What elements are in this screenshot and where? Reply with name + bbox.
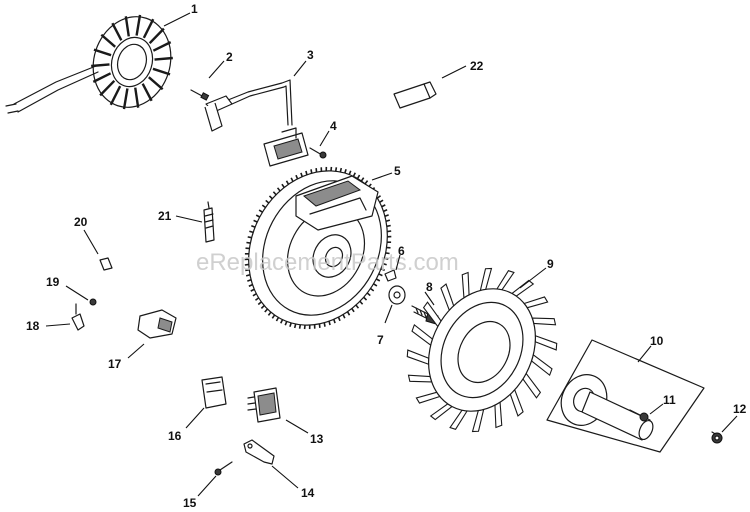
- callout-5: 5: [394, 164, 401, 178]
- callout-3: 3: [307, 48, 314, 62]
- part-connector-17[interactable]: [137, 309, 177, 339]
- part-shaft-assembly[interactable]: [546, 339, 705, 453]
- part-screw-2[interactable]: [190, 89, 210, 101]
- part-bolt-11[interactable]: [629, 409, 649, 422]
- callout-17: 17: [108, 357, 122, 371]
- part-terminal-18[interactable]: [71, 303, 85, 331]
- part-washer-7[interactable]: [388, 285, 406, 305]
- callout-15: 15: [183, 496, 197, 510]
- callout-12: 12: [733, 402, 747, 416]
- part-flywheel[interactable]: [222, 146, 414, 349]
- part-rectifier-16[interactable]: [201, 376, 227, 409]
- part-screw-15[interactable]: [214, 461, 233, 476]
- callout-20: 20: [74, 215, 88, 229]
- callout-18: 18: [26, 319, 40, 333]
- part-fan[interactable]: [406, 267, 558, 433]
- part-bracket-14[interactable]: [243, 439, 275, 465]
- callout-4: 4: [330, 119, 337, 133]
- callout-1: 1: [191, 2, 198, 16]
- part-key-6[interactable]: [384, 269, 397, 282]
- part-connector-22[interactable]: [393, 81, 437, 109]
- callout-16: 16: [168, 429, 182, 443]
- callout-19: 19: [46, 275, 60, 289]
- part-bolt-12[interactable]: [711, 431, 723, 444]
- leader-lines: [45, 12, 738, 497]
- callout-numbers: 1 2 3 4 5 6 7 8 9 10 11 12 13 14 15 16 1…: [26, 2, 747, 510]
- callout-10: 10: [650, 334, 664, 348]
- callout-6: 6: [398, 244, 405, 258]
- callout-21: 21: [158, 209, 172, 223]
- part-nut-19[interactable]: [89, 298, 97, 306]
- watermark-text: eReplacementParts.com: [196, 249, 459, 276]
- part-screw-4[interactable]: [309, 147, 327, 159]
- part-spark-plug[interactable]: [203, 201, 215, 243]
- part-ignition-module[interactable]: [204, 79, 309, 167]
- callout-14: 14: [301, 486, 315, 500]
- part-rectifier-13[interactable]: [247, 387, 281, 423]
- part-clip-20[interactable]: [99, 257, 113, 271]
- callout-7: 7: [377, 333, 384, 347]
- callout-8: 8: [426, 280, 433, 294]
- callout-13: 13: [310, 432, 324, 446]
- callout-11: 11: [663, 393, 676, 407]
- callout-9: 9: [547, 257, 554, 271]
- part-stator[interactable]: [5, 7, 182, 118]
- callout-22: 22: [470, 59, 484, 73]
- callout-2: 2: [226, 50, 233, 64]
